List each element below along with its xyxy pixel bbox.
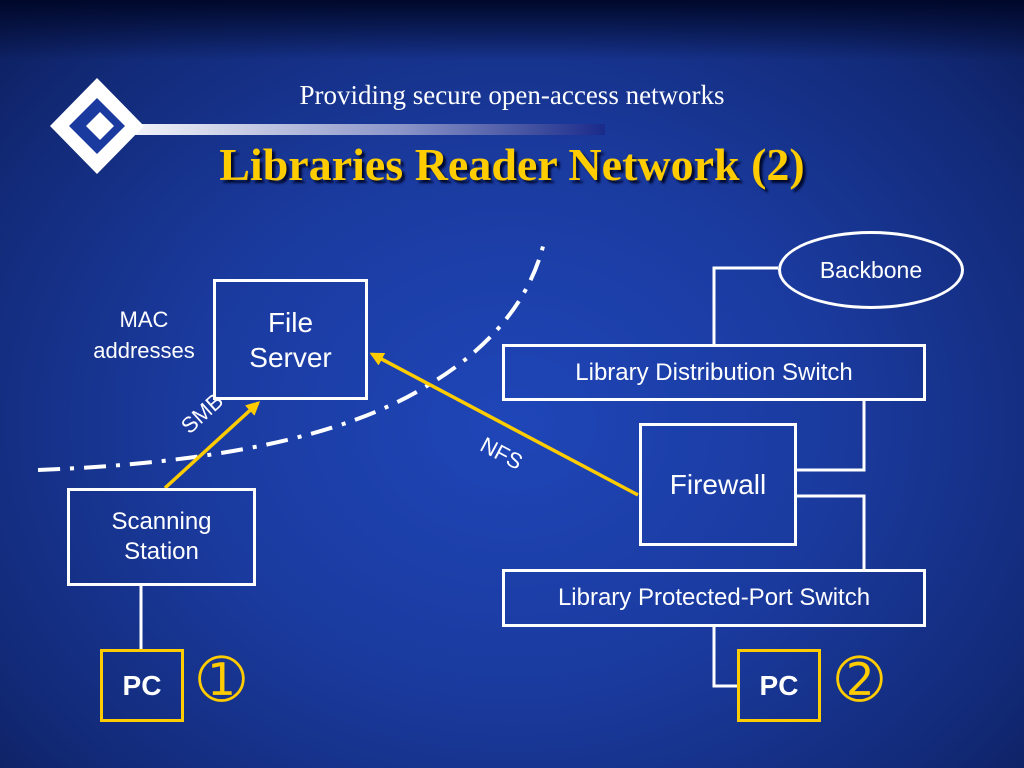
logo-bar — [100, 124, 605, 135]
marker-1: ➀ — [198, 648, 245, 711]
diamond-logo-icon — [50, 78, 144, 174]
smb-arrow — [163, 401, 261, 490]
marker-2: ➁ — [836, 648, 883, 711]
nfs-arrow — [369, 352, 639, 497]
file-server-box: File Server — [213, 279, 368, 400]
top-band — [0, 0, 1024, 60]
mac-addresses-label: MAC addresses — [93, 307, 195, 363]
backbone-ellipse: Backbone — [778, 231, 964, 309]
distribution-switch-box: Library Distribution Switch — [502, 344, 926, 401]
protected-port-switch-box: Library Protected-Port Switch — [502, 569, 926, 627]
pc-right-box: PC — [737, 649, 821, 722]
connection-lines — [139, 266, 866, 688]
page-title: Libraries Reader Network (2) — [219, 139, 805, 190]
network-boundary-curve — [37, 237, 547, 472]
pc-left-box: PC — [100, 649, 184, 722]
subtitle: Providing secure open-access networks — [299, 80, 725, 110]
firewall-box: Firewall — [639, 423, 797, 546]
scanning-station-box: Scanning Station — [67, 488, 256, 586]
